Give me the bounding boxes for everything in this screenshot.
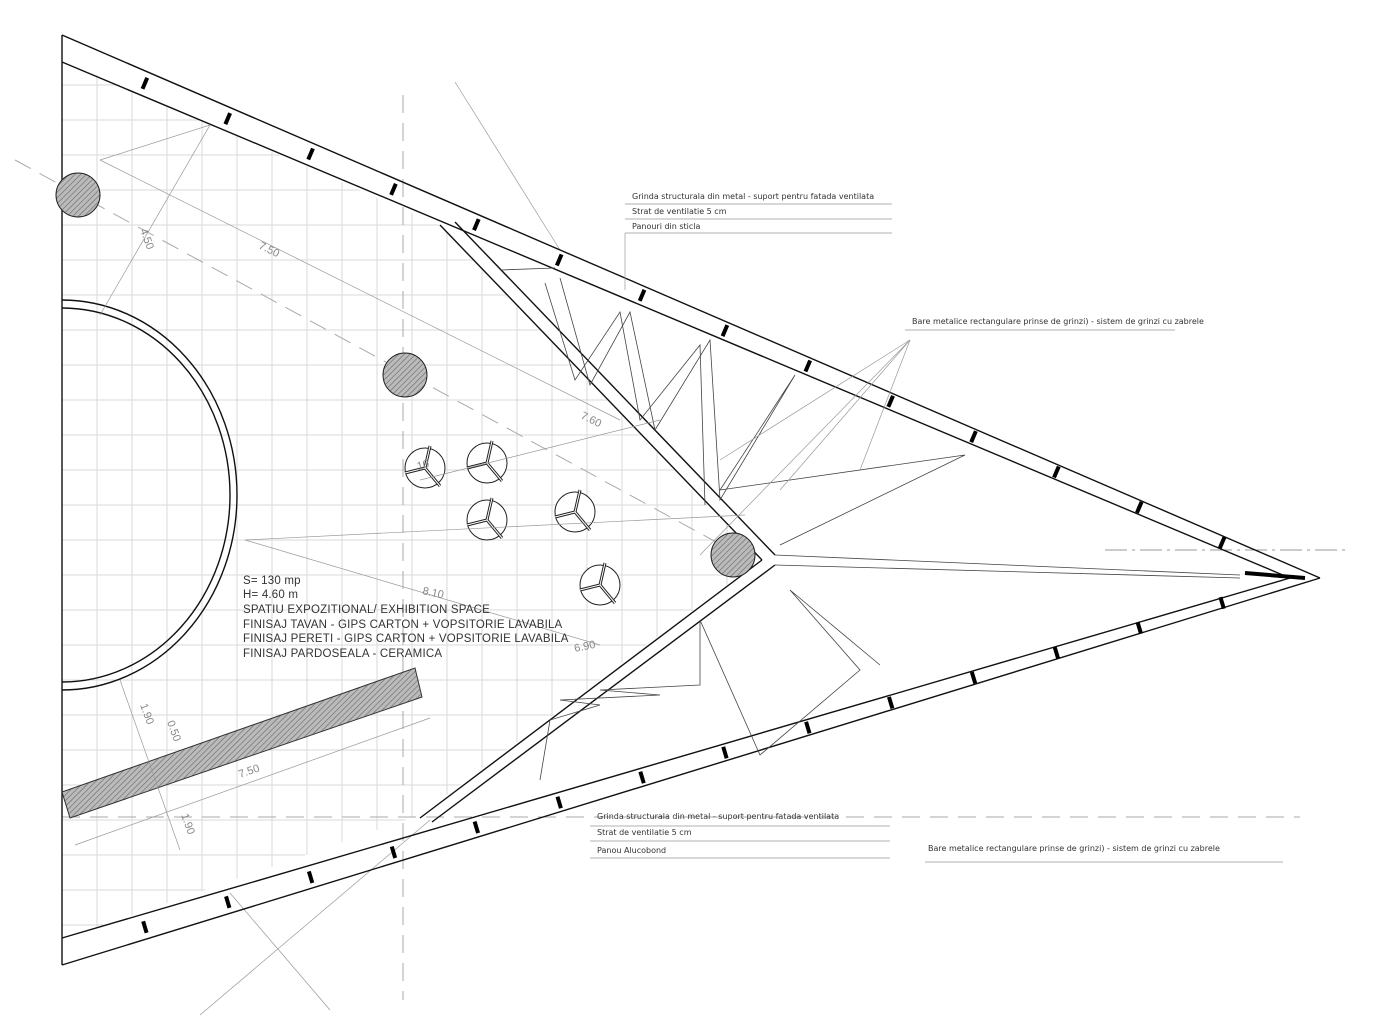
mullion bbox=[887, 696, 895, 709]
mullion bbox=[306, 147, 315, 161]
mullion bbox=[886, 395, 895, 408]
mullion bbox=[1218, 596, 1226, 610]
room-height: H= 4.60 m bbox=[243, 589, 298, 601]
mullion bbox=[140, 77, 150, 90]
stool bbox=[579, 562, 621, 606]
mullion bbox=[141, 920, 149, 934]
svg-text:Panou Alucobond: Panou Alucobond bbox=[597, 846, 666, 855]
dimension-label: 8.10 bbox=[421, 585, 444, 601]
svg-text:Grinda structurala din metal -: Grinda structurala din metal - suport pe… bbox=[632, 192, 874, 201]
section-line bbox=[229, 892, 331, 1011]
floor-finish: FINISAJ PARDOSEALA - CERAMICA bbox=[243, 648, 442, 660]
mullion bbox=[1052, 465, 1061, 479]
column bbox=[710, 532, 756, 578]
stool bbox=[404, 445, 446, 489]
mullion bbox=[472, 821, 480, 834]
mullion bbox=[721, 746, 729, 759]
annotation-truss-bottom: Bare metalice rectangulare prinse de gri… bbox=[925, 844, 1283, 863]
axis-line-diagonal bbox=[14, 159, 741, 556]
truss-system bbox=[419, 221, 1241, 823]
mullion bbox=[224, 895, 232, 909]
dimension-label: 10 bbox=[416, 458, 431, 473]
section-line bbox=[199, 819, 431, 1016]
dimension-label: 4.50 bbox=[137, 227, 156, 251]
mullion bbox=[555, 253, 564, 267]
svg-text:Strat de ventilatie 5 cm: Strat de ventilatie 5 cm bbox=[632, 207, 727, 216]
bench bbox=[61, 667, 423, 819]
dimension-label: 1.90 bbox=[178, 812, 197, 836]
mullion bbox=[969, 671, 978, 685]
mullion bbox=[638, 771, 646, 784]
dimension-label: 1.90 bbox=[137, 702, 156, 726]
wall-finish: FINISAJ PERETI - GIPS CARTON + VOPSITORI… bbox=[243, 633, 569, 645]
stool bbox=[466, 440, 508, 484]
svg-text:Grinda structurala din metal -: Grinda structurala din metal - suport pe… bbox=[597, 812, 839, 821]
facade-mullions bbox=[140, 77, 1227, 934]
mullion bbox=[637, 289, 647, 302]
stool bbox=[466, 497, 508, 541]
dimension-label: 7.50 bbox=[237, 763, 261, 781]
ceiling-finish: FINISAJ TAVAN - GIPS CARTON + VOPSITORIE… bbox=[243, 619, 563, 631]
mullion bbox=[1217, 536, 1227, 549]
dimension-label: 7.60 bbox=[579, 410, 604, 430]
dimension-lines bbox=[74, 124, 746, 851]
annotation-alucobond-facade: Grinda structurala din metal - suport pe… bbox=[590, 812, 890, 859]
mullion bbox=[1135, 621, 1143, 635]
mullion bbox=[969, 430, 978, 443]
stools bbox=[404, 440, 621, 606]
room-name: SPATIU EXPOZITIONAL/ EXHIBITION SPACE bbox=[243, 604, 490, 616]
room-area: S= 130 mp bbox=[243, 575, 301, 587]
floor-tile-grid bbox=[62, 60, 760, 940]
stool bbox=[554, 489, 596, 533]
mullion bbox=[223, 112, 232, 125]
mullion bbox=[555, 796, 563, 809]
svg-text:Panouri din sticla: Panouri din sticla bbox=[632, 222, 701, 231]
curved-wall bbox=[61, 299, 238, 691]
annotation-truss-top: Bare metalice rectangulare prinse de gri… bbox=[905, 317, 1204, 331]
section-line bbox=[454, 81, 561, 251]
mullion bbox=[306, 870, 315, 884]
mullion bbox=[389, 183, 398, 196]
mullion bbox=[472, 218, 481, 231]
svg-text:Bare metalice rectangulare pri: Bare metalice rectangulare prinse de gri… bbox=[912, 317, 1204, 326]
column bbox=[55, 172, 101, 218]
mullion bbox=[1052, 646, 1061, 660]
dimension-label: 7.50 bbox=[257, 240, 282, 260]
annotation-glass-facade: Grinda structurala din metal - suport pe… bbox=[624, 192, 892, 290]
column bbox=[382, 352, 428, 398]
mullion bbox=[803, 359, 812, 373]
mullion bbox=[720, 324, 730, 337]
mullion bbox=[804, 721, 812, 734]
mullion bbox=[1135, 501, 1144, 514]
mullion bbox=[389, 845, 398, 859]
svg-text:Bare metalice rectangulare pri: Bare metalice rectangulare prinse de gri… bbox=[928, 844, 1220, 853]
dimension-label: 6.90 bbox=[573, 639, 596, 655]
outer-wall bbox=[61, 34, 1321, 966]
svg-text:Strat de ventilatie 5 cm: Strat de ventilatie 5 cm bbox=[597, 828, 692, 837]
